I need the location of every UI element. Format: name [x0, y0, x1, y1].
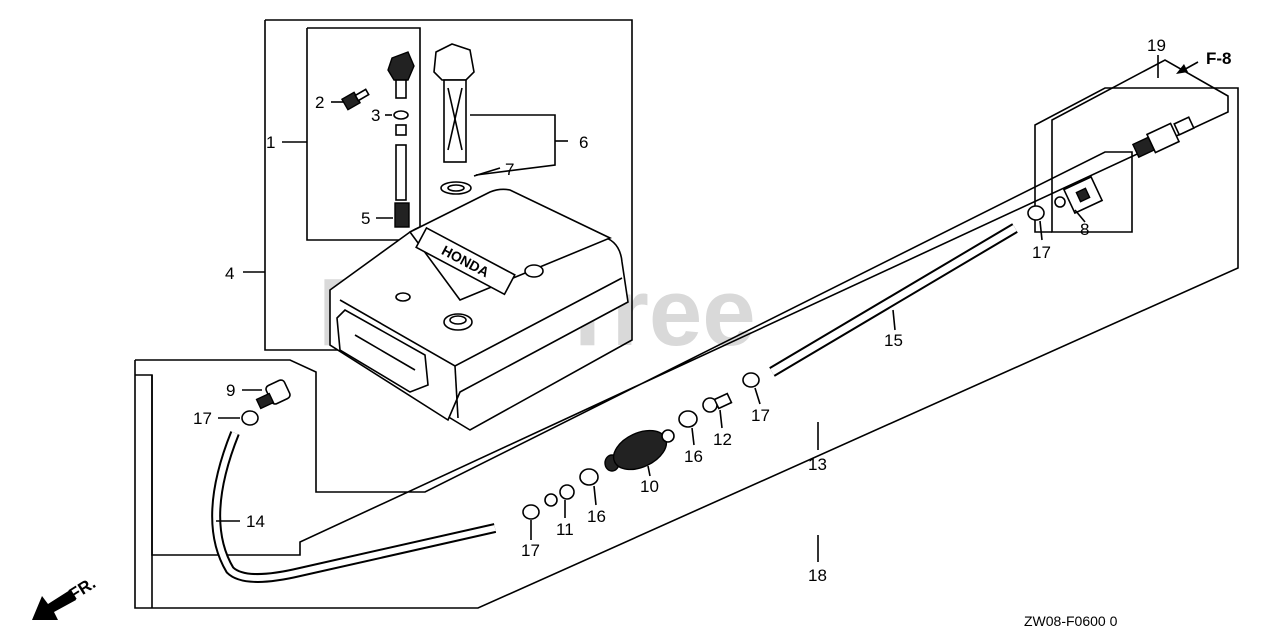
- part-17-band-c: [742, 372, 760, 388]
- callout-17c: 17: [751, 406, 770, 425]
- group-box-13: [135, 59, 1229, 556]
- leader-6: [470, 114, 556, 176]
- ref-label-f8: F-8: [1206, 49, 1232, 68]
- callout-18: 18: [808, 566, 827, 585]
- leader-17d: [1039, 220, 1043, 241]
- callout-12: 12: [713, 430, 732, 449]
- callout-3: 3: [371, 106, 380, 125]
- callout-8: 8: [1080, 220, 1089, 239]
- part-19-fuel-connector: [1131, 116, 1195, 159]
- leader-12: [719, 409, 723, 429]
- part-6-fuel-strainer: [433, 43, 475, 163]
- part-17-band-b: [522, 504, 540, 520]
- callout-17b: 17: [521, 541, 540, 560]
- callout-1: 1: [266, 133, 275, 152]
- diagram-code: ZW08-F0600 0: [1024, 613, 1118, 629]
- part-9-tank-joint: [255, 379, 291, 410]
- part-17-band-d: [1027, 205, 1045, 221]
- callout-16b: 16: [684, 447, 703, 466]
- callout-19: 19: [1147, 36, 1166, 55]
- callout-4: 4: [225, 264, 234, 283]
- fuel-tank: HONDA: [329, 188, 629, 422]
- callout-6: 6: [579, 133, 588, 152]
- callout-15: 15: [884, 331, 903, 350]
- callout-11: 11: [556, 520, 574, 539]
- callout-9: 9: [226, 381, 235, 400]
- ref-arrow-f8: [1176, 61, 1199, 74]
- part-16-band-a: [579, 468, 599, 486]
- part-16-band-b: [678, 410, 698, 428]
- part-7-gasket: [440, 181, 472, 195]
- leader-10: [647, 465, 651, 477]
- callout-13: 13: [808, 455, 827, 474]
- part-10-primer-bulb: [604, 429, 675, 472]
- part-3-gauge-valve: [387, 51, 415, 201]
- leader-17c: [754, 387, 761, 405]
- part-12-joint: [702, 392, 733, 413]
- leader-16a: [593, 485, 597, 506]
- group-box-18: [134, 87, 1239, 609]
- part-2-vent-screw: [340, 88, 370, 111]
- leader-15: [892, 309, 896, 331]
- callout-16a: 16: [587, 507, 606, 526]
- callout-17d: 17: [1032, 243, 1051, 262]
- part-14-fuel-hose: [211, 431, 497, 584]
- part-11-joint: [544, 484, 575, 507]
- part-17-band-a: [241, 410, 259, 426]
- callout-7: 7: [505, 160, 514, 179]
- callout-5: 5: [361, 209, 370, 228]
- part-5-filter: [394, 202, 410, 228]
- callout-17a: 17: [193, 409, 212, 428]
- front-arrow-icon: [32, 590, 76, 620]
- leader-7: [473, 167, 501, 177]
- callout-14: 14: [246, 512, 265, 531]
- part-8-fuel-joint: [1054, 175, 1104, 215]
- leader-16b: [691, 427, 695, 446]
- callout-2: 2: [315, 93, 324, 112]
- leader-8: [1074, 209, 1086, 223]
- group-box-4: [264, 19, 633, 431]
- callout-10: 10: [640, 477, 659, 496]
